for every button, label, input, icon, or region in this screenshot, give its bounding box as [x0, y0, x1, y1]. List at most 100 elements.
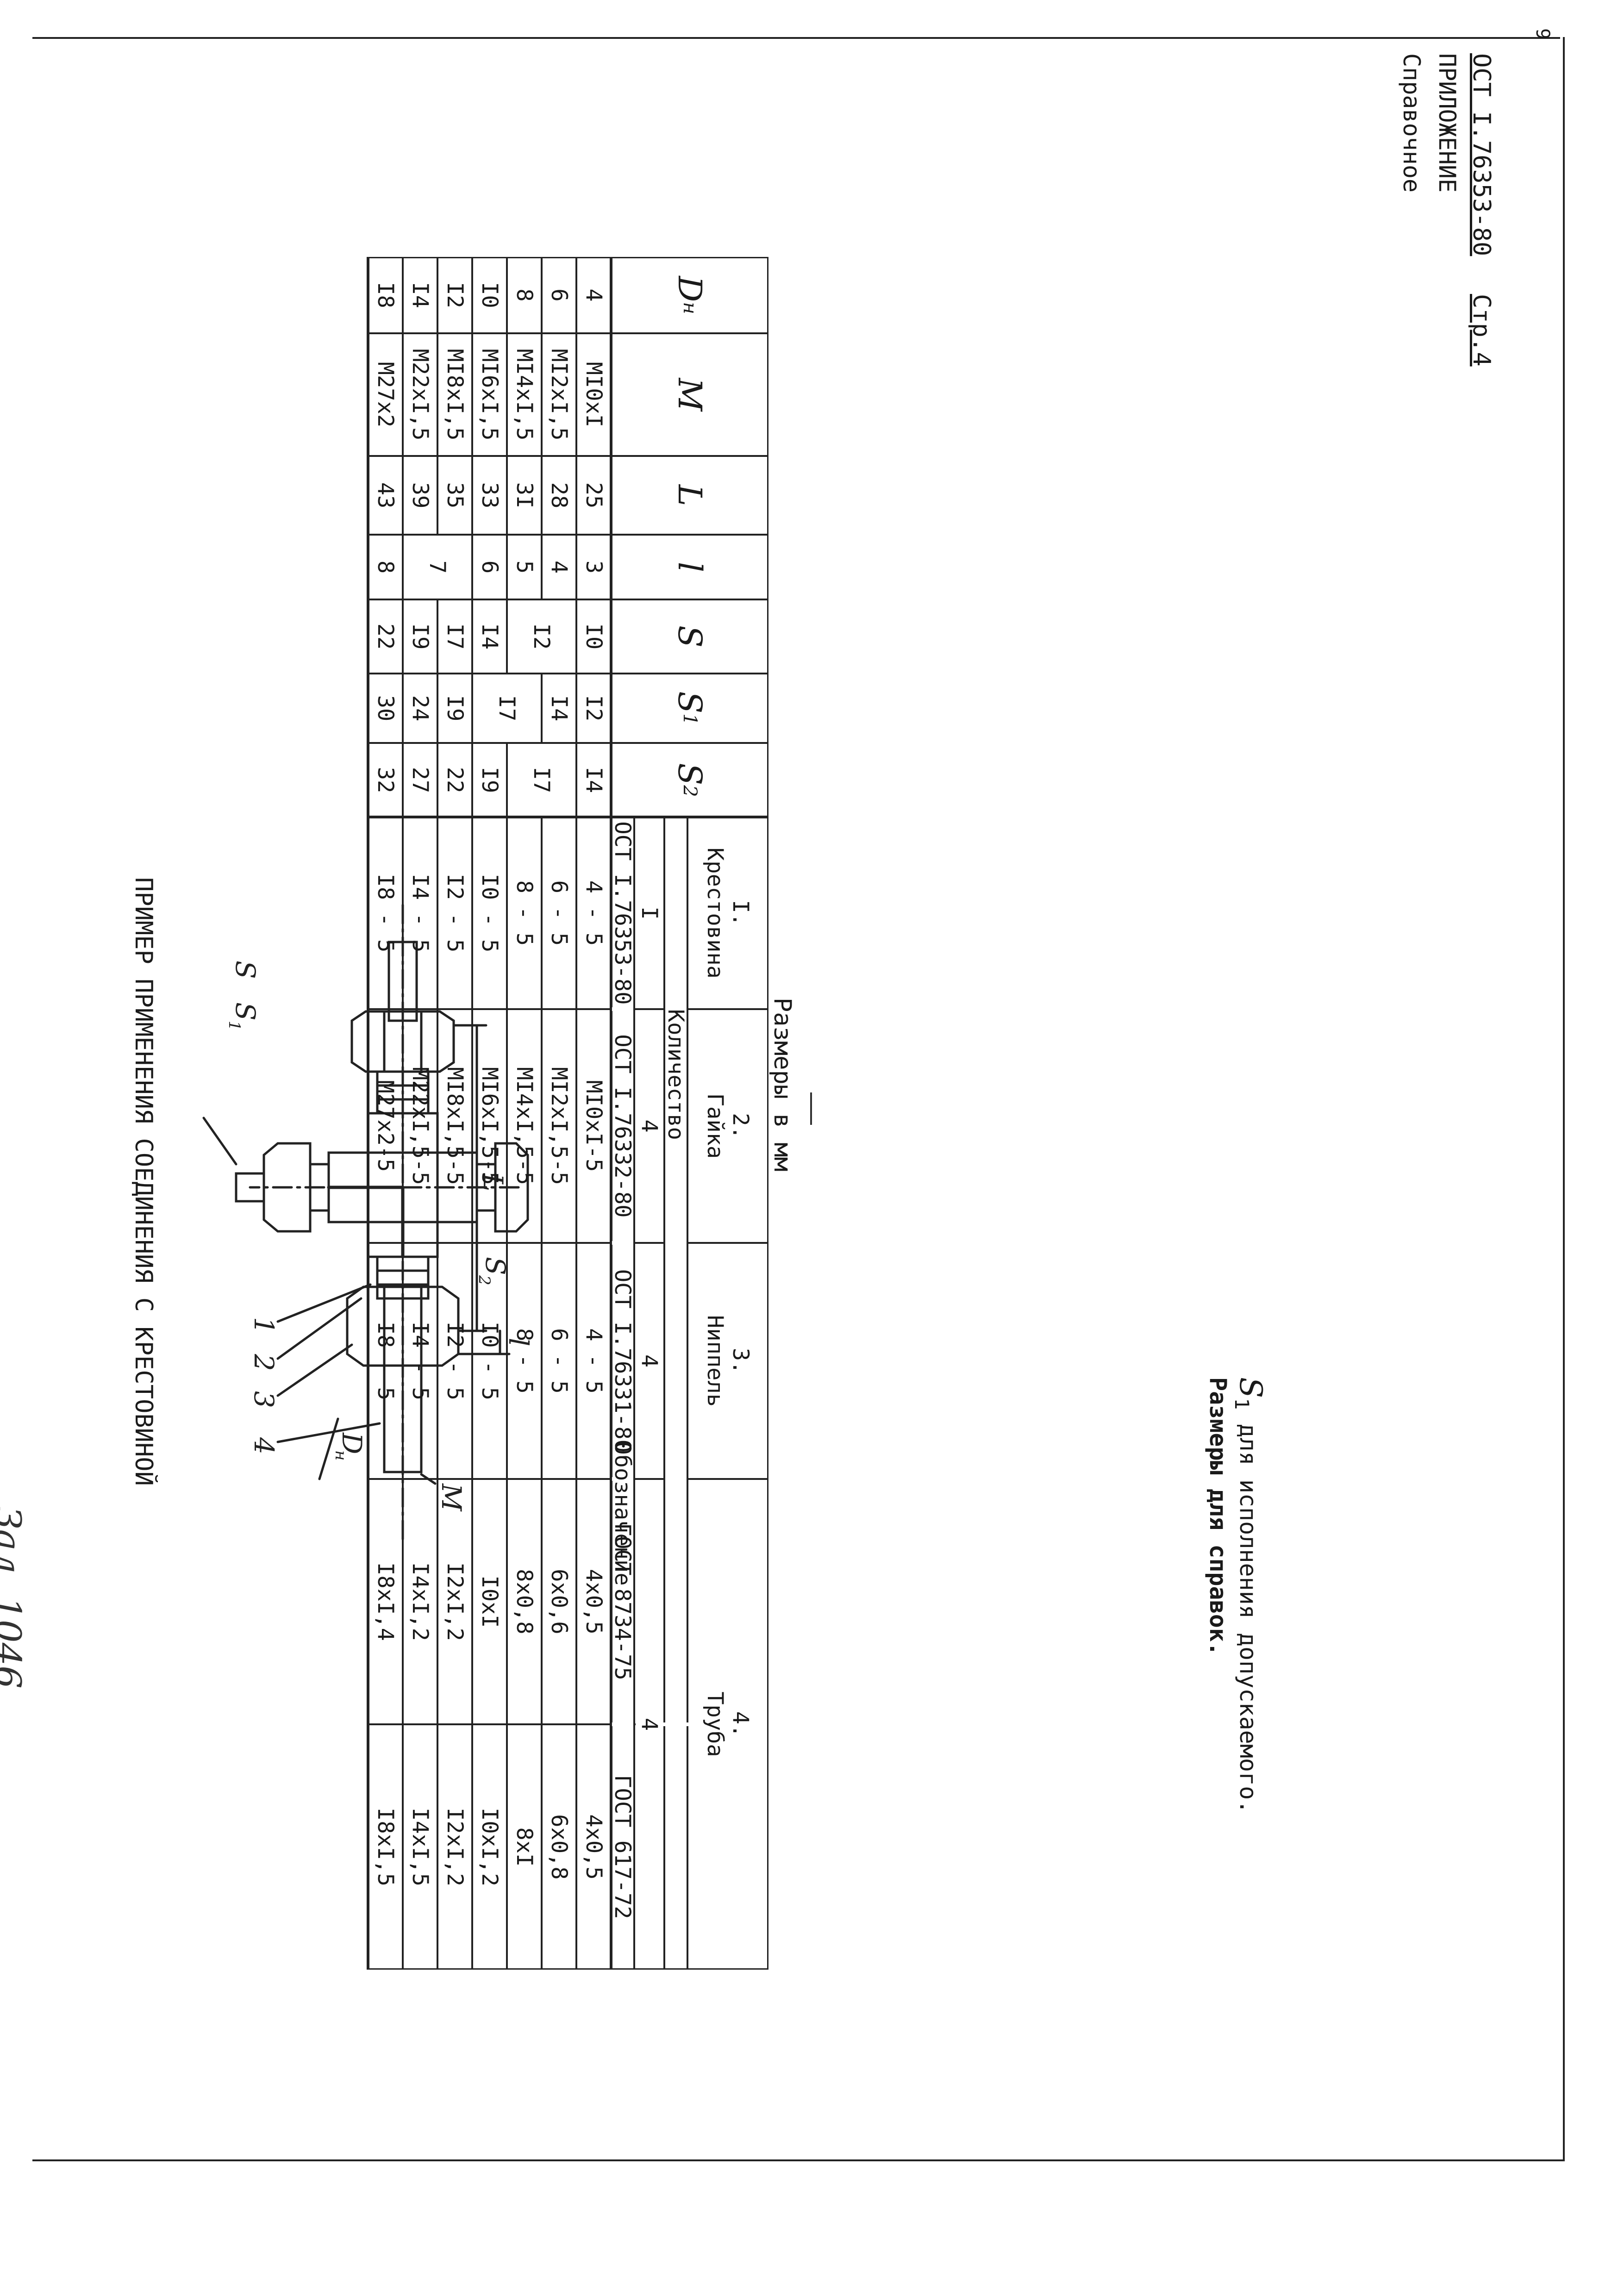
- cell-Dn-0-text: 4: [581, 288, 606, 302]
- cell-Dn-4: I2: [437, 257, 472, 333]
- cell-nipple-0-text: 4 - 5: [581, 1328, 606, 1394]
- cell-l-0: 3: [576, 535, 611, 599]
- part-header-3-text: 3.: [728, 1348, 754, 1374]
- cell-M-3-text: MI6xI,5: [477, 349, 502, 441]
- cell-S1-6-text: 30: [373, 695, 398, 722]
- cell-nut-3: MI6xI,5-5: [472, 1009, 507, 1243]
- part-4-label: 4: [248, 1437, 280, 1454]
- cell-tube_a-5-text: I4xI,2: [407, 1562, 433, 1641]
- cell-nipple-5-text: I4 - 5: [407, 1322, 433, 1400]
- cell-tube_b-6-text: I8xI,5: [373, 1808, 398, 1886]
- table-grid: [367, 257, 768, 1970]
- cell-S2-4-text: 22: [442, 767, 468, 793]
- standard-4a-text: ГОСТ 8734-75: [610, 1523, 636, 1680]
- cell-S2-3: I9: [472, 743, 507, 817]
- part-name-3: Ниппель: [702, 1315, 728, 1407]
- cell-M-5: M22xI,5: [403, 333, 437, 456]
- handwritten-note-text: Зал. 1046: [0, 1507, 28, 1689]
- cell-S1-6: 30: [368, 674, 403, 743]
- cell-M-6: M27x2: [368, 333, 403, 456]
- cell-S-1-text: I2: [529, 623, 555, 650]
- cell-S-4: I7: [437, 599, 472, 674]
- doc-number: ОСТ I.76353-80: [1468, 53, 1495, 256]
- cell-cross-5-text: I4 - 5: [407, 873, 433, 953]
- cell-cross-2-text: 8 - 5: [512, 880, 537, 946]
- cell-S2-3-text: I9: [477, 767, 502, 793]
- footnote-s1-symbol: S: [1233, 1377, 1268, 1398]
- cell-nut-0: MI0xI-5: [576, 1009, 611, 1243]
- drawing-title: ПРИМЕР ПРИМЕНЕНИЯ СОЕДИНЕНИЯ С КРЕСТОВИН…: [130, 877, 157, 1486]
- part-name-1: Крестовина: [702, 848, 728, 979]
- cell-nut-0-text: MI0xI-5: [581, 1080, 606, 1172]
- cell-M-2-text: MI4xI,5: [512, 349, 537, 441]
- cell-l-1-text: 4: [546, 560, 572, 574]
- part-header-1-text: I.: [728, 900, 754, 926]
- header-L-text: L: [671, 484, 709, 506]
- cell-l-6-text: 8: [373, 560, 398, 574]
- part-qty-4-text: 4: [637, 1717, 662, 1731]
- cell-L-6: 43: [368, 456, 403, 535]
- cell-l-1: 4: [542, 535, 576, 599]
- part-header-1: I.Крестовина: [687, 817, 768, 1009]
- handwritten-note: Зал. 1046: [0, 1507, 28, 1689]
- cell-S1-4-text: I9: [442, 695, 468, 722]
- cell-tube_a-2-text: 8x0,8: [512, 1569, 537, 1635]
- cell-l-4-text: 7: [425, 560, 450, 574]
- dim-S2-sub: 2: [475, 1275, 493, 1285]
- cell-L-1-text: 28: [546, 482, 572, 509]
- header-l-text: l: [671, 562, 709, 573]
- cell-S1-5-text: 24: [407, 695, 433, 722]
- cell-S2-1: I7: [507, 743, 576, 817]
- cell-S-0: I0: [576, 599, 611, 674]
- rotated-sheet: ОСТ I.76353-80 Стр.4 ПРИЛОЖЕНИЕ Справочн…: [0, 44, 1546, 2155]
- part-qty-2: 4: [634, 1009, 664, 1243]
- footnote-s1: S1 для исполнения допускаемого.: [1230, 1377, 1268, 1814]
- cell-nut-5: M22xI,5-5: [403, 1009, 437, 1243]
- cell-tube_a-5: I4xI,2: [403, 1479, 437, 1724]
- cell-L-0: 25: [576, 456, 611, 535]
- part-name-2: Гайка: [702, 1093, 728, 1159]
- cell-cross-1: 6 - 5: [542, 817, 576, 1009]
- cell-M-2: MI4xI,5: [507, 333, 542, 456]
- cell-S2-6-text: 32: [373, 767, 398, 793]
- cell-tube_a-0-text: 4x0,5: [581, 1569, 606, 1635]
- reference-label: Справочное: [1398, 53, 1425, 193]
- cell-tube_b-1: 6x0,8: [542, 1724, 576, 1970]
- cell-L-4-text: 35: [442, 482, 468, 509]
- cell-tube_b-5-text: I4xI,5: [407, 1808, 433, 1886]
- cell-L-6-text: 43: [373, 482, 398, 509]
- cell-S2-5-text: 27: [407, 767, 433, 793]
- cell-tube_a-2: 8x0,8: [507, 1479, 542, 1724]
- cell-S-1: I2: [507, 599, 576, 674]
- cell-M-0: MI0xI: [576, 333, 611, 456]
- cell-L-4: 35: [437, 456, 472, 535]
- cell-M-4: MI8xI,5: [437, 333, 472, 456]
- footnote-s1-sub: 1: [1230, 1398, 1253, 1410]
- cell-cross-1-text: 6 - 5: [546, 880, 572, 946]
- dim-S1-sub: 1: [225, 1021, 244, 1031]
- cell-Dn-6-text: I8: [373, 282, 398, 308]
- cell-l-3-text: 6: [477, 560, 502, 574]
- dim-S-label: S: [230, 961, 261, 979]
- cell-S-6: 22: [368, 599, 403, 674]
- standard-3-text: ОСТ I.76331-80: [610, 1269, 636, 1453]
- cell-tube_b-2-text: 8xI: [512, 1827, 537, 1867]
- cell-tube_a-1-text: 6x0,6: [546, 1569, 572, 1635]
- cell-S1-1: I4: [542, 674, 576, 743]
- cell-S2-4: 22: [437, 743, 472, 817]
- dim-S1-label: S: [230, 1002, 261, 1021]
- part-header-4: 4.Труба: [687, 1479, 768, 1970]
- cell-Dn-4-text: I2: [442, 282, 468, 308]
- cell-cross-6-text: I8 - 5: [373, 873, 398, 953]
- cell-nipple-0: 4 - 5: [576, 1243, 611, 1479]
- cell-tube_a-6-text: I8xI,4: [373, 1562, 398, 1641]
- cell-nut-2-text: MI4xI,5-5: [512, 1067, 537, 1185]
- cell-l-2: 5: [507, 535, 542, 599]
- part-qty-3-text: 4: [637, 1354, 662, 1368]
- cell-tube_b-1-text: 6x0,8: [546, 1814, 572, 1880]
- standard-4b: ГОСТ 617-72: [610, 1724, 636, 1970]
- cell-S2-1-text: I7: [529, 767, 555, 793]
- part-header-3: 3.Ниппель: [687, 1243, 768, 1479]
- cell-Dn-2: 8: [507, 257, 542, 333]
